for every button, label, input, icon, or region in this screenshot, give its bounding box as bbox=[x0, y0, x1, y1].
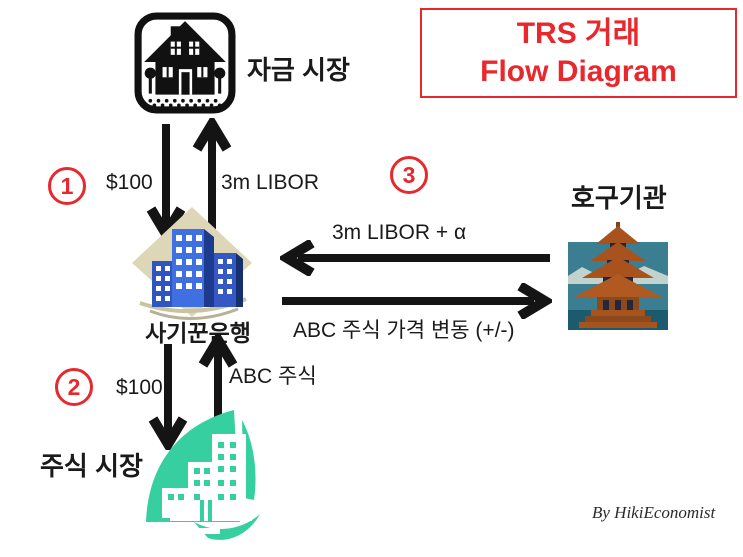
sucker-institution-label: 호구기관 bbox=[571, 183, 667, 213]
arrow-up-bank-to-funding bbox=[192, 118, 232, 240]
bank-buildings-icon bbox=[132, 207, 252, 320]
pagoda-icon bbox=[568, 212, 668, 330]
step-3-badge: 3 bbox=[390, 156, 428, 194]
funding-market-node bbox=[134, 12, 236, 114]
title-line-2: Flow Diagram bbox=[480, 55, 677, 88]
flow-label-abc-stock: ABC 주식 bbox=[229, 365, 317, 388]
title-box: TRS 거래 Flow Diagram bbox=[420, 8, 737, 98]
arrow-left-institution-to-bank bbox=[280, 240, 552, 276]
step-2-badge: 2 bbox=[55, 368, 93, 406]
title-line-1: TRS 거래 bbox=[516, 17, 641, 50]
teal-buildings-icon bbox=[146, 410, 260, 540]
fraud-bank-label: 사기꾼은행 bbox=[145, 320, 251, 346]
funding-market-label: 자금 시장 bbox=[247, 55, 350, 85]
author-credit: By HikiEconomist bbox=[592, 503, 716, 522]
arrow-down-bank-to-stock bbox=[148, 344, 188, 450]
flow-label-100-bottom: $100 bbox=[116, 376, 163, 399]
stock-market-label: 주식 시장 bbox=[40, 451, 143, 481]
stock-market-node bbox=[142, 402, 277, 542]
fraud-bank-node bbox=[130, 205, 255, 323]
flow-label-libor-alpha: 3m LIBOR + α bbox=[332, 221, 467, 244]
flow-label-100-top: $100 bbox=[106, 171, 153, 194]
sucker-institution-node bbox=[568, 212, 668, 330]
flow-label-abc-price-change: ABC 주식 가격 변동 (+/-) bbox=[293, 319, 515, 342]
house-icon bbox=[134, 12, 236, 114]
flow-label-3m-libor: 3m LIBOR bbox=[221, 171, 320, 194]
step-1-badge: 1 bbox=[48, 167, 86, 205]
arrow-right-bank-to-institution bbox=[280, 283, 552, 319]
